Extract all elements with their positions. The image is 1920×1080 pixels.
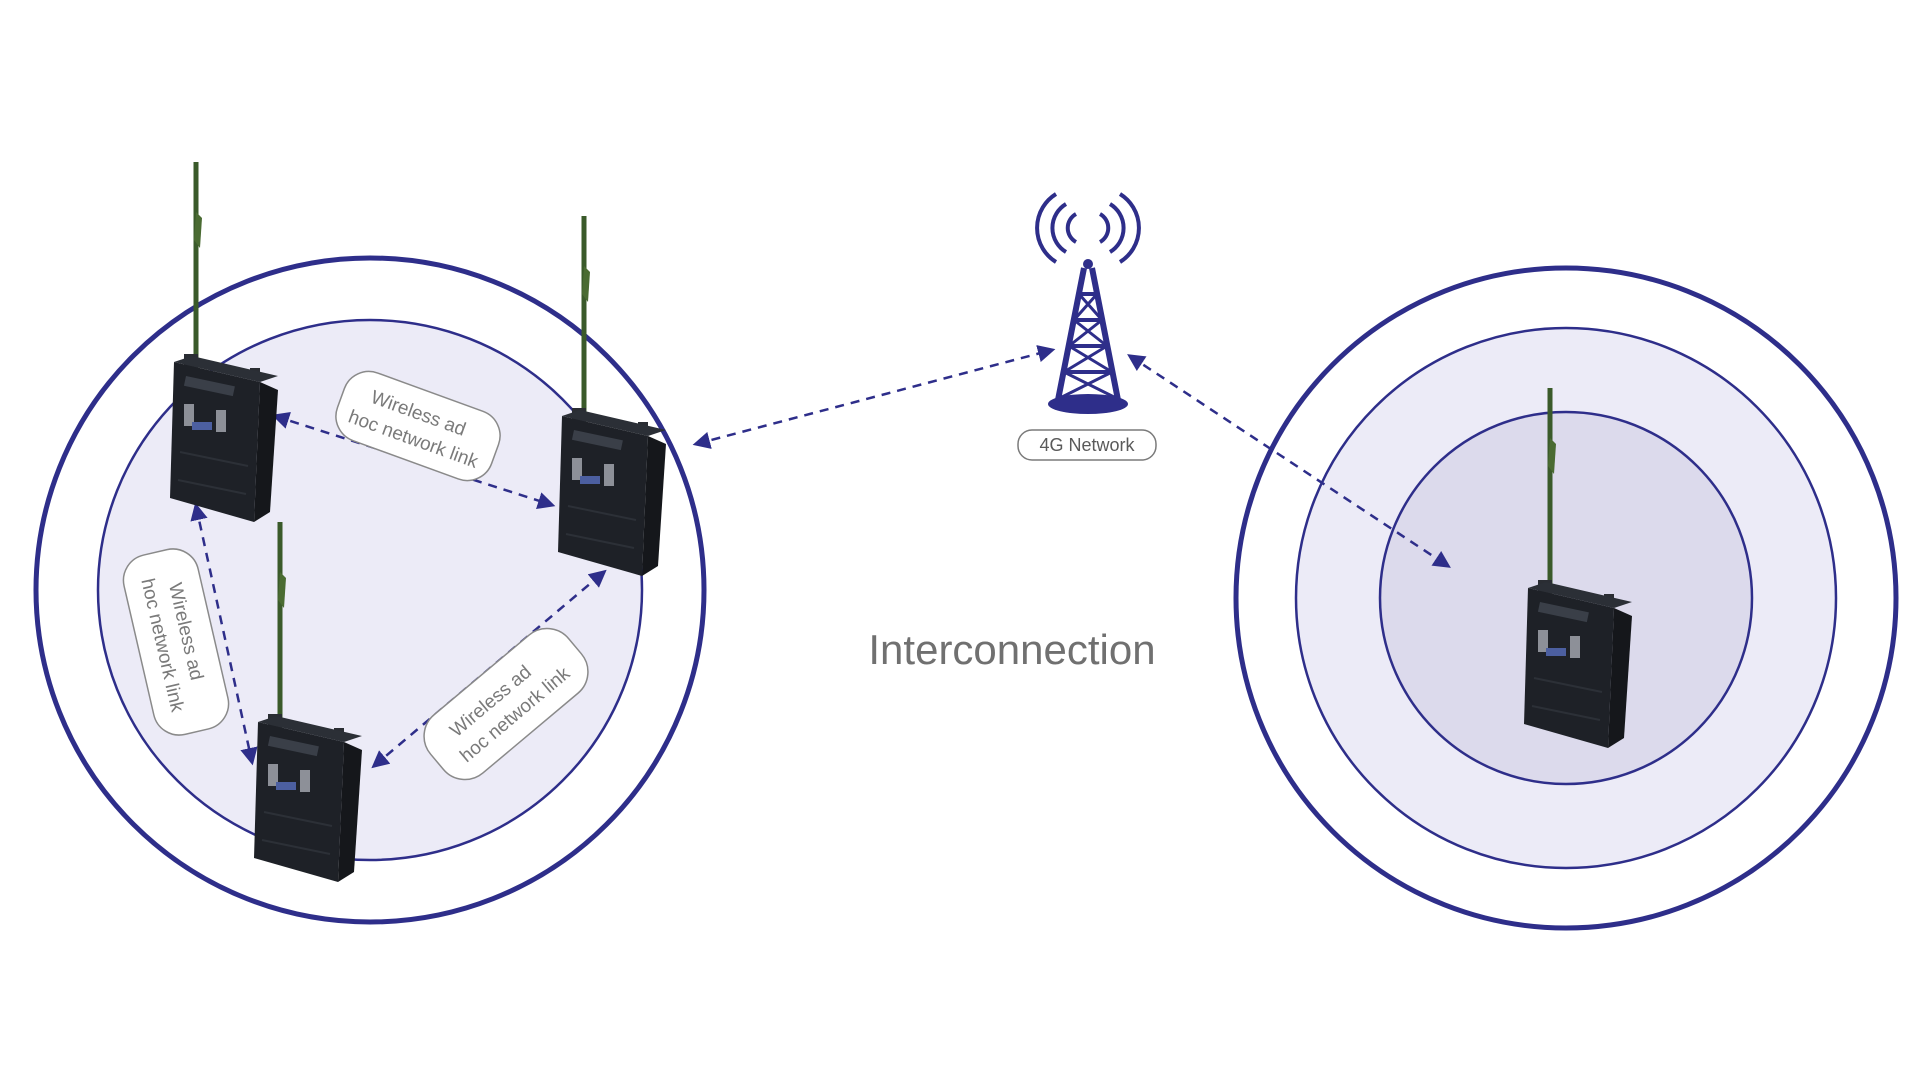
interconnection-label: Interconnection: [868, 626, 1155, 673]
link-label-top: Wireless ad hoc network link: [335, 370, 501, 482]
link-label-left: Wireless ad hoc network link: [122, 548, 230, 736]
tower-label-box: [1017, 429, 1157, 461]
link-device1-device3: [190, 502, 258, 766]
tower-label: 4G Network: [1017, 429, 1157, 461]
tower-label-text: 4G Network: [1039, 435, 1135, 455]
link-label-top-box: [335, 370, 501, 482]
cell-tower-icon: [1035, 192, 1141, 414]
link-label-bottom-box: [423, 627, 589, 781]
link-label-left-box: [122, 548, 230, 736]
link-cluster-tower: [692, 345, 1056, 449]
